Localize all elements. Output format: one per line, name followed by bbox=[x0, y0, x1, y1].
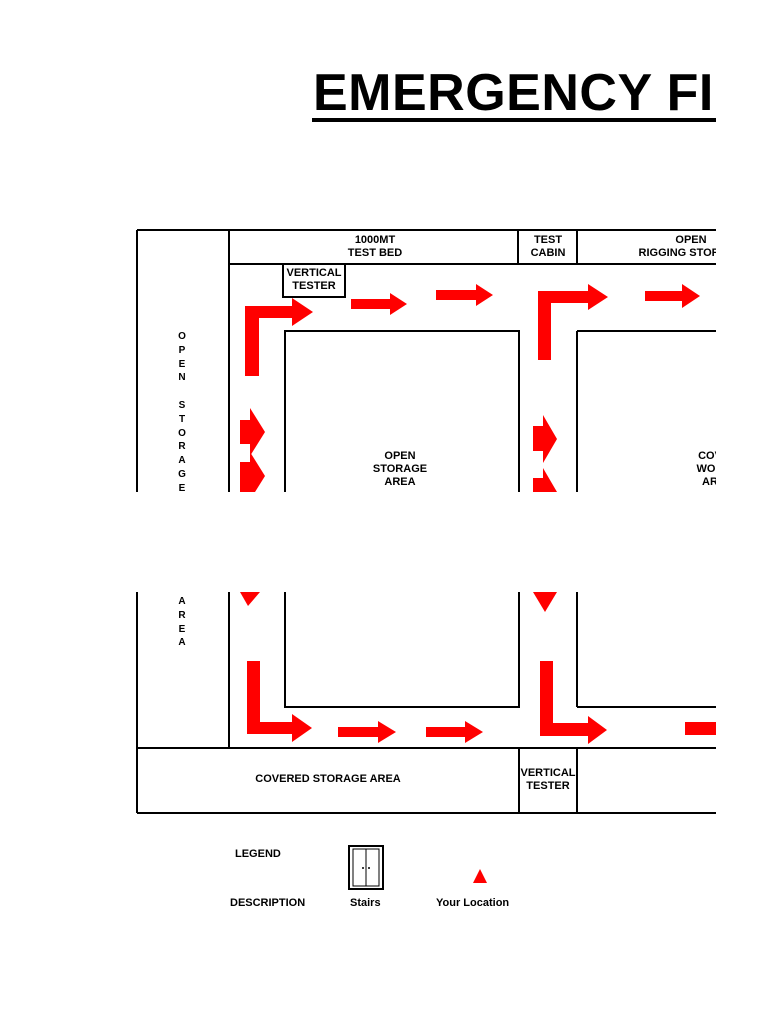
route-arrow bbox=[538, 284, 608, 360]
room-label-test-cabin: TEST CABIN bbox=[530, 234, 566, 259]
room-label-vertical-tester-bottom: VERTICAL TESTER bbox=[520, 767, 576, 792]
route-arrow bbox=[685, 722, 716, 735]
room-label-vertical-tester-top: VERTICAL TESTER bbox=[286, 267, 342, 292]
route-arrow bbox=[247, 661, 312, 742]
legend-stairs-label: Stairs bbox=[350, 897, 381, 909]
room-label-open-storage-left: O P E N S T O R A G E bbox=[178, 331, 186, 494]
route-arrow bbox=[351, 293, 407, 315]
route-arrow bbox=[533, 592, 557, 612]
evacuation-arrows bbox=[240, 284, 716, 744]
route-arrow bbox=[645, 284, 700, 308]
route-arrow bbox=[426, 721, 483, 743]
route-arrow bbox=[533, 468, 557, 492]
room-label-open-rigging: OPEN RIGGING STORAGE bbox=[638, 234, 716, 259]
legend-location-label: Your Location bbox=[436, 897, 510, 909]
room-label-covered-storage: COVERED STORAGE AREA bbox=[255, 773, 401, 785]
route-arrow bbox=[338, 721, 396, 743]
route-arrow bbox=[240, 452, 265, 500]
room-label-test-bed: 1000MT TEST BED bbox=[347, 234, 403, 259]
route-arrow bbox=[240, 592, 260, 606]
room-label-open-storage-center: OPEN STORAGE AREA bbox=[372, 450, 428, 488]
route-arrow bbox=[240, 408, 265, 456]
route-arrow bbox=[245, 298, 313, 376]
stairs-icon bbox=[348, 845, 384, 890]
title: EMERGENCY FI bbox=[313, 64, 714, 122]
route-arrow bbox=[540, 661, 607, 744]
room-label-open-storage-left-area: A R E A bbox=[178, 596, 186, 649]
title-underline bbox=[312, 118, 716, 122]
legend-heading: LEGEND bbox=[235, 848, 281, 860]
route-arrow bbox=[436, 284, 493, 306]
location-marker-icon bbox=[473, 869, 487, 883]
legend-description-label: DESCRIPTION bbox=[230, 897, 306, 909]
room-label-covered-work: COV WOR AR bbox=[696, 450, 716, 488]
route-arrow bbox=[533, 415, 557, 463]
page-break-gap bbox=[0, 492, 768, 592]
